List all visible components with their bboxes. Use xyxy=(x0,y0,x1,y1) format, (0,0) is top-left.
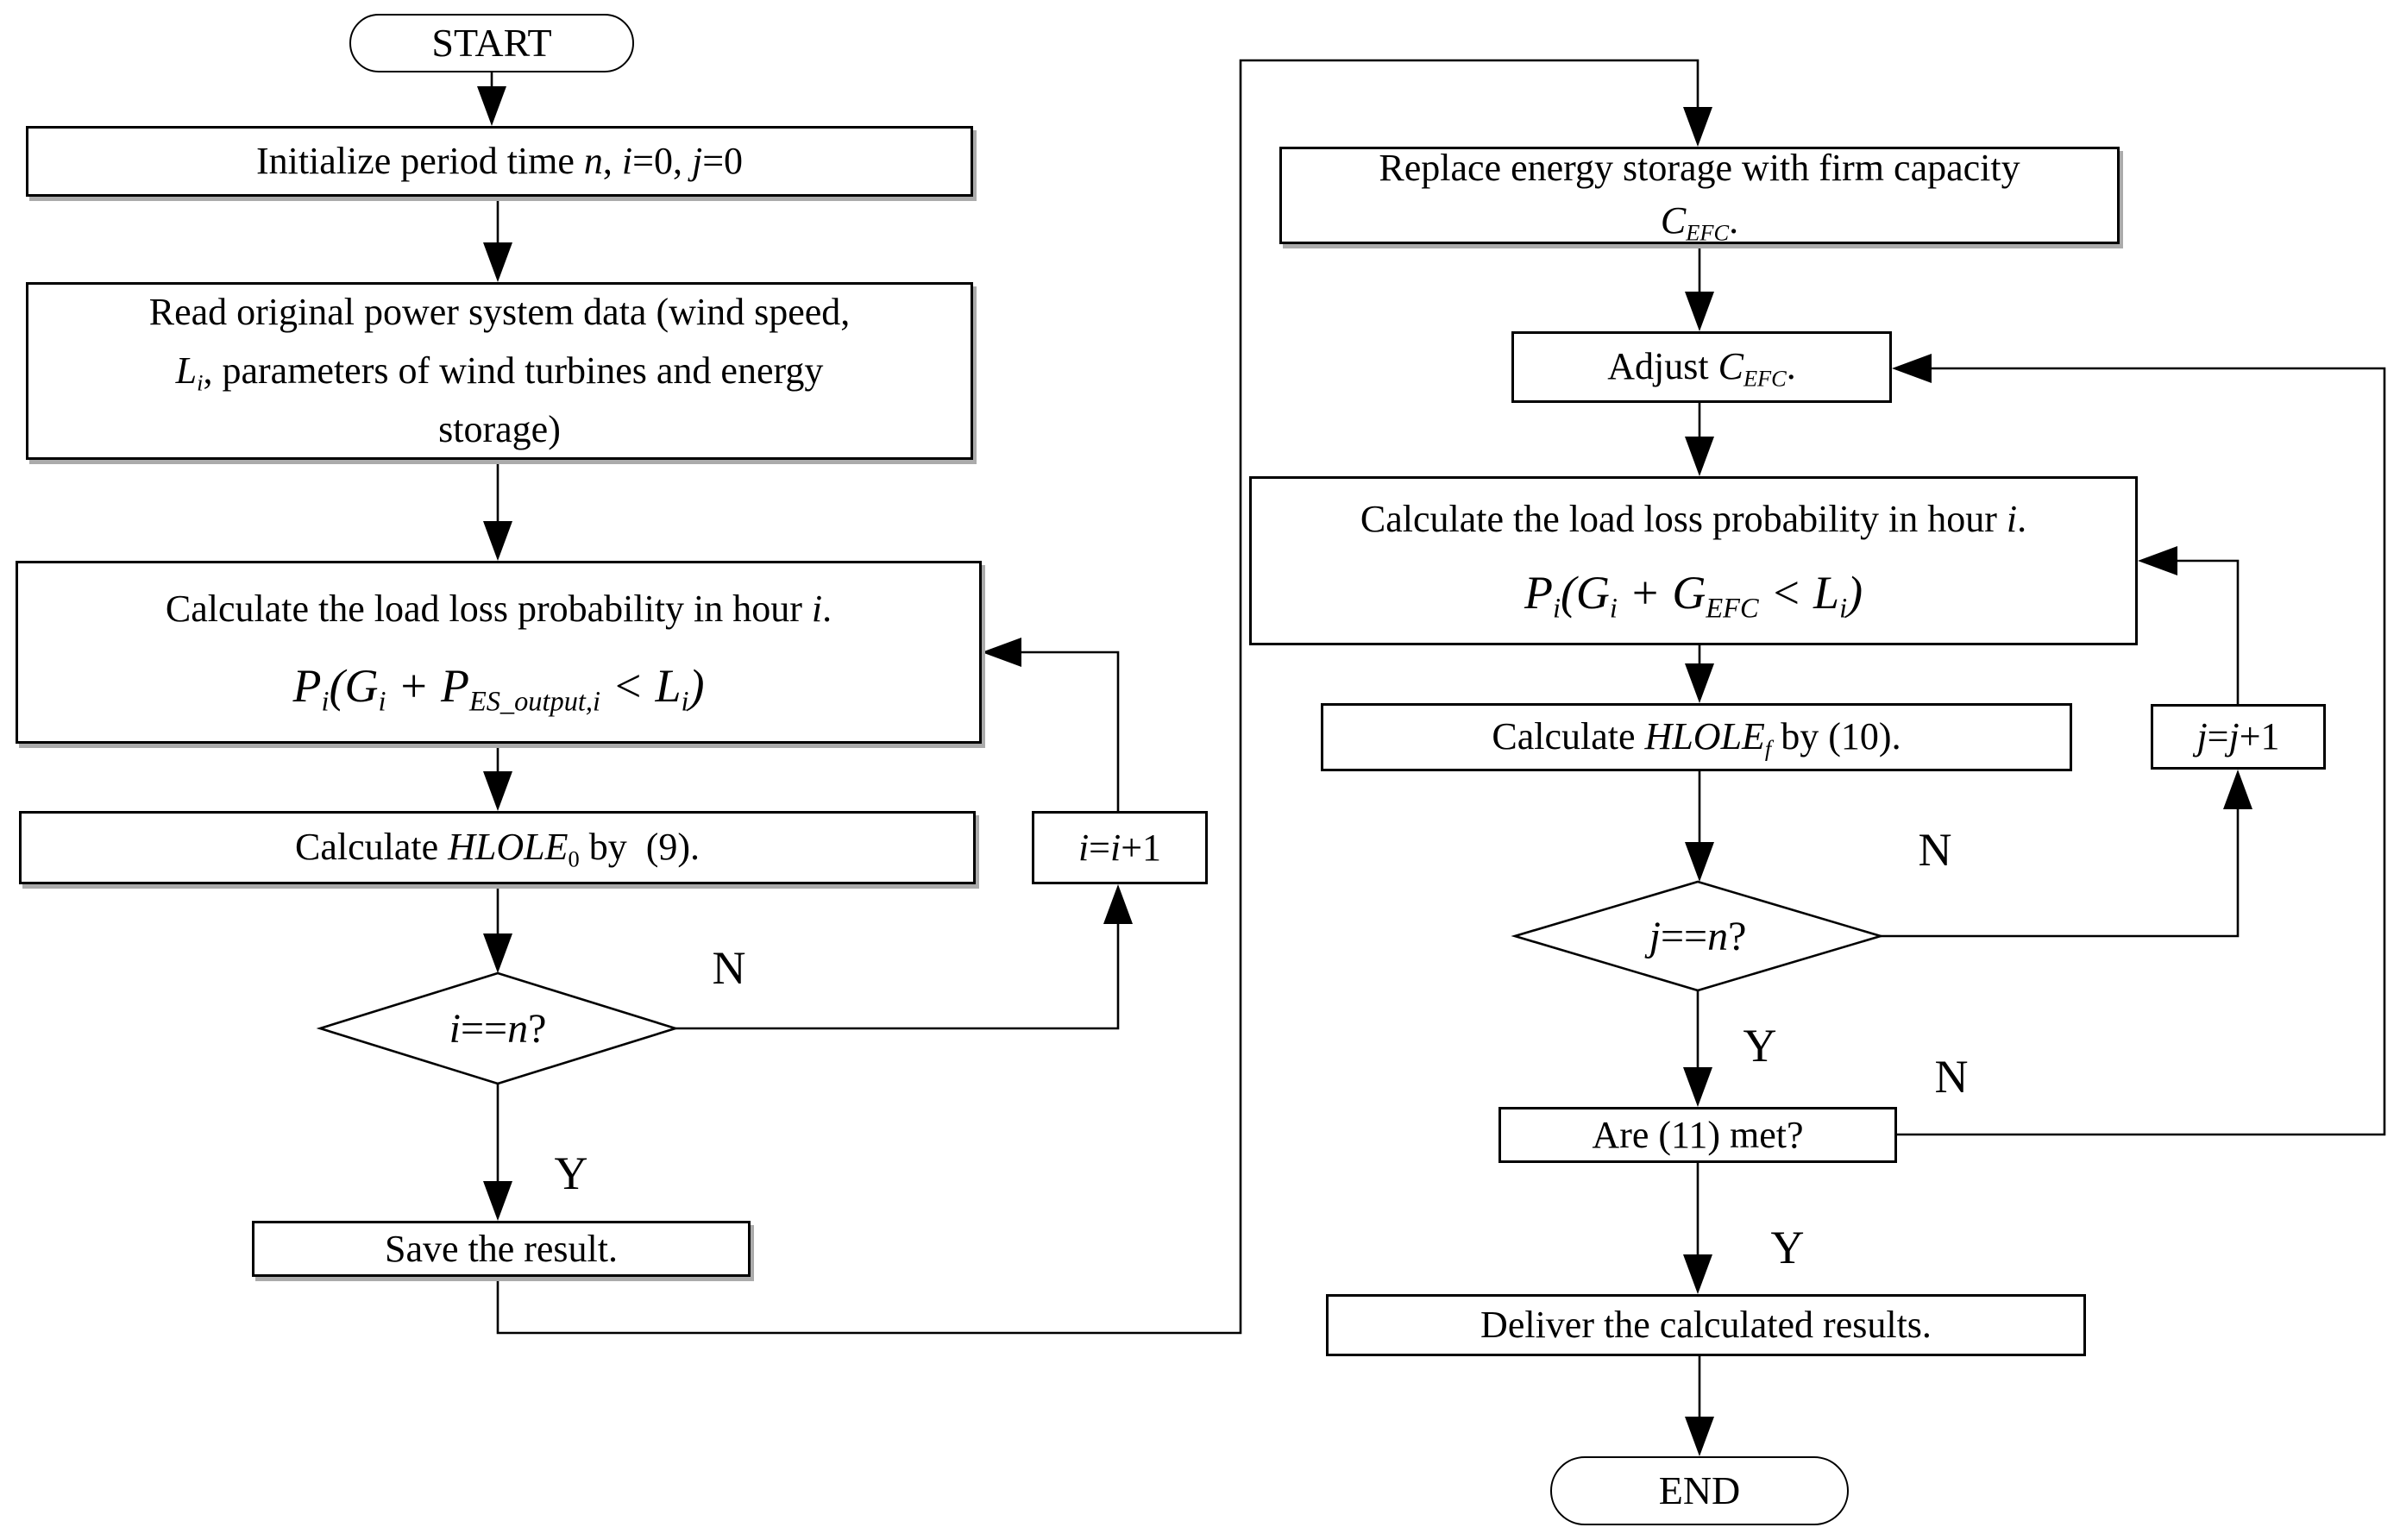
label-j-yes: Y xyxy=(1743,1020,1777,1072)
edge-replace-to-adjust xyxy=(1685,244,1714,331)
label-j-no: N xyxy=(1918,824,1952,876)
process-calc-loss-right: Calculate the load loss probability in h… xyxy=(1249,476,2138,645)
replace-storage-line-1: Replace energy storage with firm capacit… xyxy=(1379,146,2020,189)
edge-diamond-j-yes-to-are-met xyxy=(1683,990,1712,1107)
process-increment-j: j=j+1 xyxy=(2151,704,2326,770)
process-read-data: Read original power system data (wind sp… xyxy=(26,282,973,460)
edge-are-met-yes-to-deliver xyxy=(1683,1163,1712,1294)
calc-loss-right-title: Calculate the load loss probability in h… xyxy=(1360,498,2027,541)
edge-diamond-i-no-to-inc-i xyxy=(675,884,1133,1030)
decision-i-equals-n xyxy=(316,971,680,1085)
edge-calc-left-to-hlole0 xyxy=(483,744,512,811)
edge-start-to-init xyxy=(477,72,506,126)
edge-init-to-read xyxy=(483,197,512,282)
are-met-text: Are (11) met? xyxy=(1592,1113,1804,1156)
decision-j-equals-n-text: j==n? xyxy=(1649,913,1747,959)
label-i-yes: Y xyxy=(554,1147,588,1199)
edge-hlole0-to-diamond-i xyxy=(483,884,512,973)
calc-loss-left-formula: Pi(Gi + PES_output,i < Li) xyxy=(292,660,705,718)
edge-save-to-replace xyxy=(496,59,1712,1335)
edge-inc-j-to-calc-right xyxy=(2138,546,2240,704)
end-terminal: END xyxy=(1550,1456,1849,1525)
edge-are-met-no-to-adjust xyxy=(1892,354,2386,1136)
start-terminal: START xyxy=(349,14,634,72)
process-calc-hlole0: Calculate HLOLE0 by (9). xyxy=(19,811,976,884)
adjust-cefc-text: Adjust CEFC. xyxy=(1607,344,1796,392)
edge-calc-right-to-hlolef xyxy=(1685,645,1714,703)
process-replace-storage: Replace energy storage with firm capacit… xyxy=(1279,147,2120,246)
process-increment-i: i=i+1 xyxy=(1032,811,1208,884)
label-met-yes: Y xyxy=(1770,1222,1805,1273)
edge-adjust-to-calc-right xyxy=(1685,403,1714,476)
read-data-line-3: storage) xyxy=(438,408,561,451)
process-calc-loss-left: Calculate the load loss probability in h… xyxy=(16,561,982,744)
process-initialize: Initialize period time n, i=0, j=0 xyxy=(26,126,973,197)
calc-hlole0-text: Calculate HLOLE0 by (9). xyxy=(294,825,701,872)
process-calc-hlolef: Calculate HLOLEf by (10). xyxy=(1321,703,2072,771)
decision-i-equals-n-text: i==n? xyxy=(449,1005,547,1052)
start-label: START xyxy=(431,20,552,65)
process-are-met: Are (11) met? xyxy=(1498,1107,1897,1163)
read-data-line-1: Read original power system data (wind sp… xyxy=(148,290,851,333)
calc-loss-right-formula: Pi(Gi + GEFC < Li) xyxy=(1524,566,1863,625)
process-initialize-text: Initialize period time n, i=0, j=0 xyxy=(255,140,744,183)
edge-diamond-i-yes-to-save xyxy=(483,1084,512,1221)
end-label: END xyxy=(1658,1468,1741,1512)
increment-j-text: j=j+1 xyxy=(2196,715,2280,758)
read-data-line-2: Li, parameters of wind turbines and ener… xyxy=(175,349,824,396)
increment-i-text: i=i+1 xyxy=(1077,826,1162,869)
deliver-results-text: Deliver the calculated results. xyxy=(1480,1304,1932,1347)
process-save-result: Save the result. xyxy=(252,1221,751,1277)
replace-storage-line-2: CEFC. xyxy=(1660,199,1739,247)
calc-hlolef-text: Calculate HLOLEf by (10). xyxy=(1492,714,1901,762)
label-met-no: N xyxy=(1934,1051,1969,1103)
process-adjust-cefc: Adjust CEFC. xyxy=(1511,331,1892,403)
edge-hlolef-to-diamond-j xyxy=(1685,771,1714,882)
decision-j-equals-n xyxy=(1511,880,1885,992)
process-deliver-results: Deliver the calculated results. xyxy=(1326,1294,2086,1356)
edge-inc-i-to-calc-left xyxy=(982,638,1120,811)
calc-loss-left-title: Calculate the load loss probability in h… xyxy=(165,587,832,630)
edge-deliver-to-end xyxy=(1685,1356,1714,1456)
save-result-text: Save the result. xyxy=(384,1227,619,1270)
edge-read-to-calc-left xyxy=(483,460,512,561)
edge-diamond-j-no-to-inc-j xyxy=(1881,770,2252,938)
label-i-no: N xyxy=(712,942,746,994)
